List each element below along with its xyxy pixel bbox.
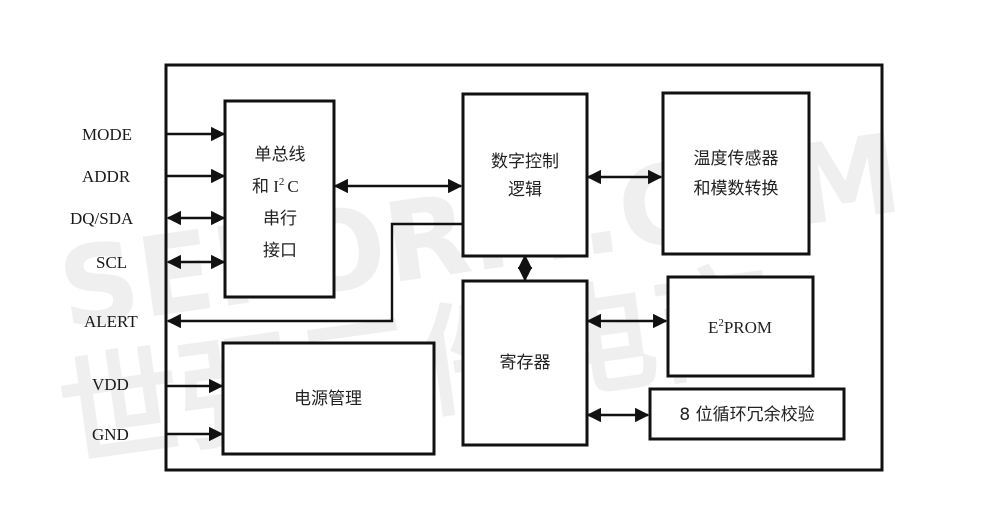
pin-label-vdd: VDD <box>92 375 129 394</box>
pin-label-scl: SCL <box>96 253 127 272</box>
block-eeprom: E2PROM <box>666 275 815 378</box>
eeprom-prefix: E <box>708 318 718 337</box>
serial-interface-line-1: 单总线 <box>255 145 306 165</box>
eeprom-superscript: 2 <box>718 317 724 329</box>
wire-alert <box>166 222 463 329</box>
temp-sensor-line-2: 和模数转换 <box>694 179 779 199</box>
block-digital-control: 数字控制 逻辑 <box>461 92 589 258</box>
power-management-label: 电源管理 <box>294 389 362 409</box>
serial-interface-line-2-text: 和 I <box>252 177 279 196</box>
registers-label: 寄存器 <box>500 353 551 373</box>
digital-control-line-2: 逻辑 <box>508 180 542 200</box>
crc-label: 8 位循环冗余校验 <box>679 405 814 425</box>
pin-label-gnd: GND <box>92 425 129 444</box>
serial-interface-line-3: 串行 <box>263 209 297 229</box>
serial-interface-line-2-c: C <box>287 177 298 196</box>
pin-label-addr: ADDR <box>82 167 131 186</box>
eeprom-label: E2PROM <box>708 317 772 337</box>
pin-label-alert: ALERT <box>84 312 138 331</box>
pin-label-mode: MODE <box>82 125 132 144</box>
pin-label-dq-sda: DQ/SDA <box>70 209 134 228</box>
serial-interface-superscript: 2 <box>279 176 285 188</box>
temp-sensor-line-1: 温度传感器 <box>694 149 779 169</box>
block-registers: 寄存器 <box>461 279 589 447</box>
block-crc: 8 位循环冗余校验 <box>648 387 846 441</box>
eeprom-suffix: PROM <box>724 318 772 337</box>
block-temp-sensor-adc: 温度传感器 和模数转换 <box>661 91 811 256</box>
serial-interface-line-4: 接口 <box>263 241 297 261</box>
chip-boundary <box>164 63 884 472</box>
block-power-management: 电源管理 <box>221 341 436 456</box>
digital-control-line-1: 数字控制 <box>491 152 559 172</box>
